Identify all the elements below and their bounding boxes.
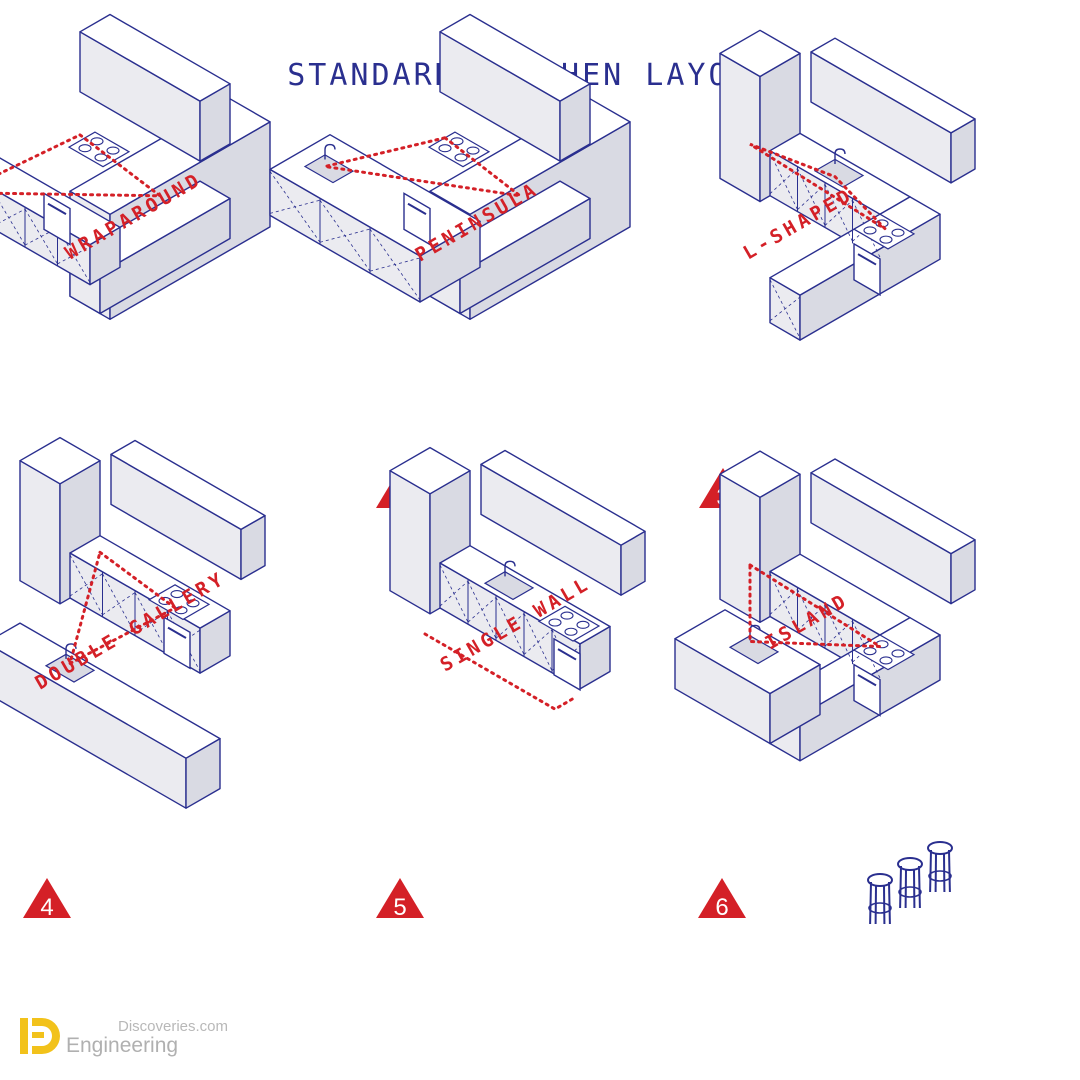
upper-cabinets [79,13,231,162]
upper-cabinets [480,449,646,596]
watermark: Discoveries.com Engineering [18,1012,258,1062]
layout-badge-4: 4 [23,878,71,921]
oven-icon [853,242,881,297]
upper-cabinets [810,458,976,605]
oven-icon [853,663,881,717]
upper-cabinets [110,439,266,581]
layout-panel-1: WRAPAROUND1 [0,13,271,511]
sink-icon [813,148,865,188]
work-line [423,632,577,711]
work-triangle [748,562,886,649]
svg-text:5: 5 [393,894,406,921]
layout-badge-5: 5 [376,878,424,921]
work-triangle [0,133,165,198]
sink-icon [483,560,535,601]
peninsula-counter [269,133,481,303]
oven-icon [403,192,431,246]
work-triangle [749,142,887,230]
base-run-back [0,157,121,286]
opposite-run [0,622,221,809]
upper-cabinets [439,13,591,162]
svg-text:6: 6 [715,894,728,921]
cooktop-icon [427,131,491,168]
svg-text:4: 4 [40,894,53,921]
watermark-site: Discoveries.com [118,1018,229,1035]
bar-stool-icon [867,873,893,925]
sink-icon [303,143,355,184]
work-triangle [67,549,178,667]
layout-badge-6: 6 [698,878,746,921]
oven-icon [163,616,191,670]
layout-panel-2: PENINSULA2 [269,13,631,511]
cooktop-icon [537,605,601,642]
oven-icon [43,192,71,246]
upper-cabinets [810,37,976,184]
cooktop-icon [147,584,211,621]
oven-icon [553,637,581,692]
bar-stool-icon [927,841,953,893]
bar-stool-icon [897,857,923,909]
watermark-brand: Engineering [66,1034,179,1057]
layout-panel-3: L-SHAPED3 [699,29,976,511]
brand-logo-icon [20,1018,60,1054]
